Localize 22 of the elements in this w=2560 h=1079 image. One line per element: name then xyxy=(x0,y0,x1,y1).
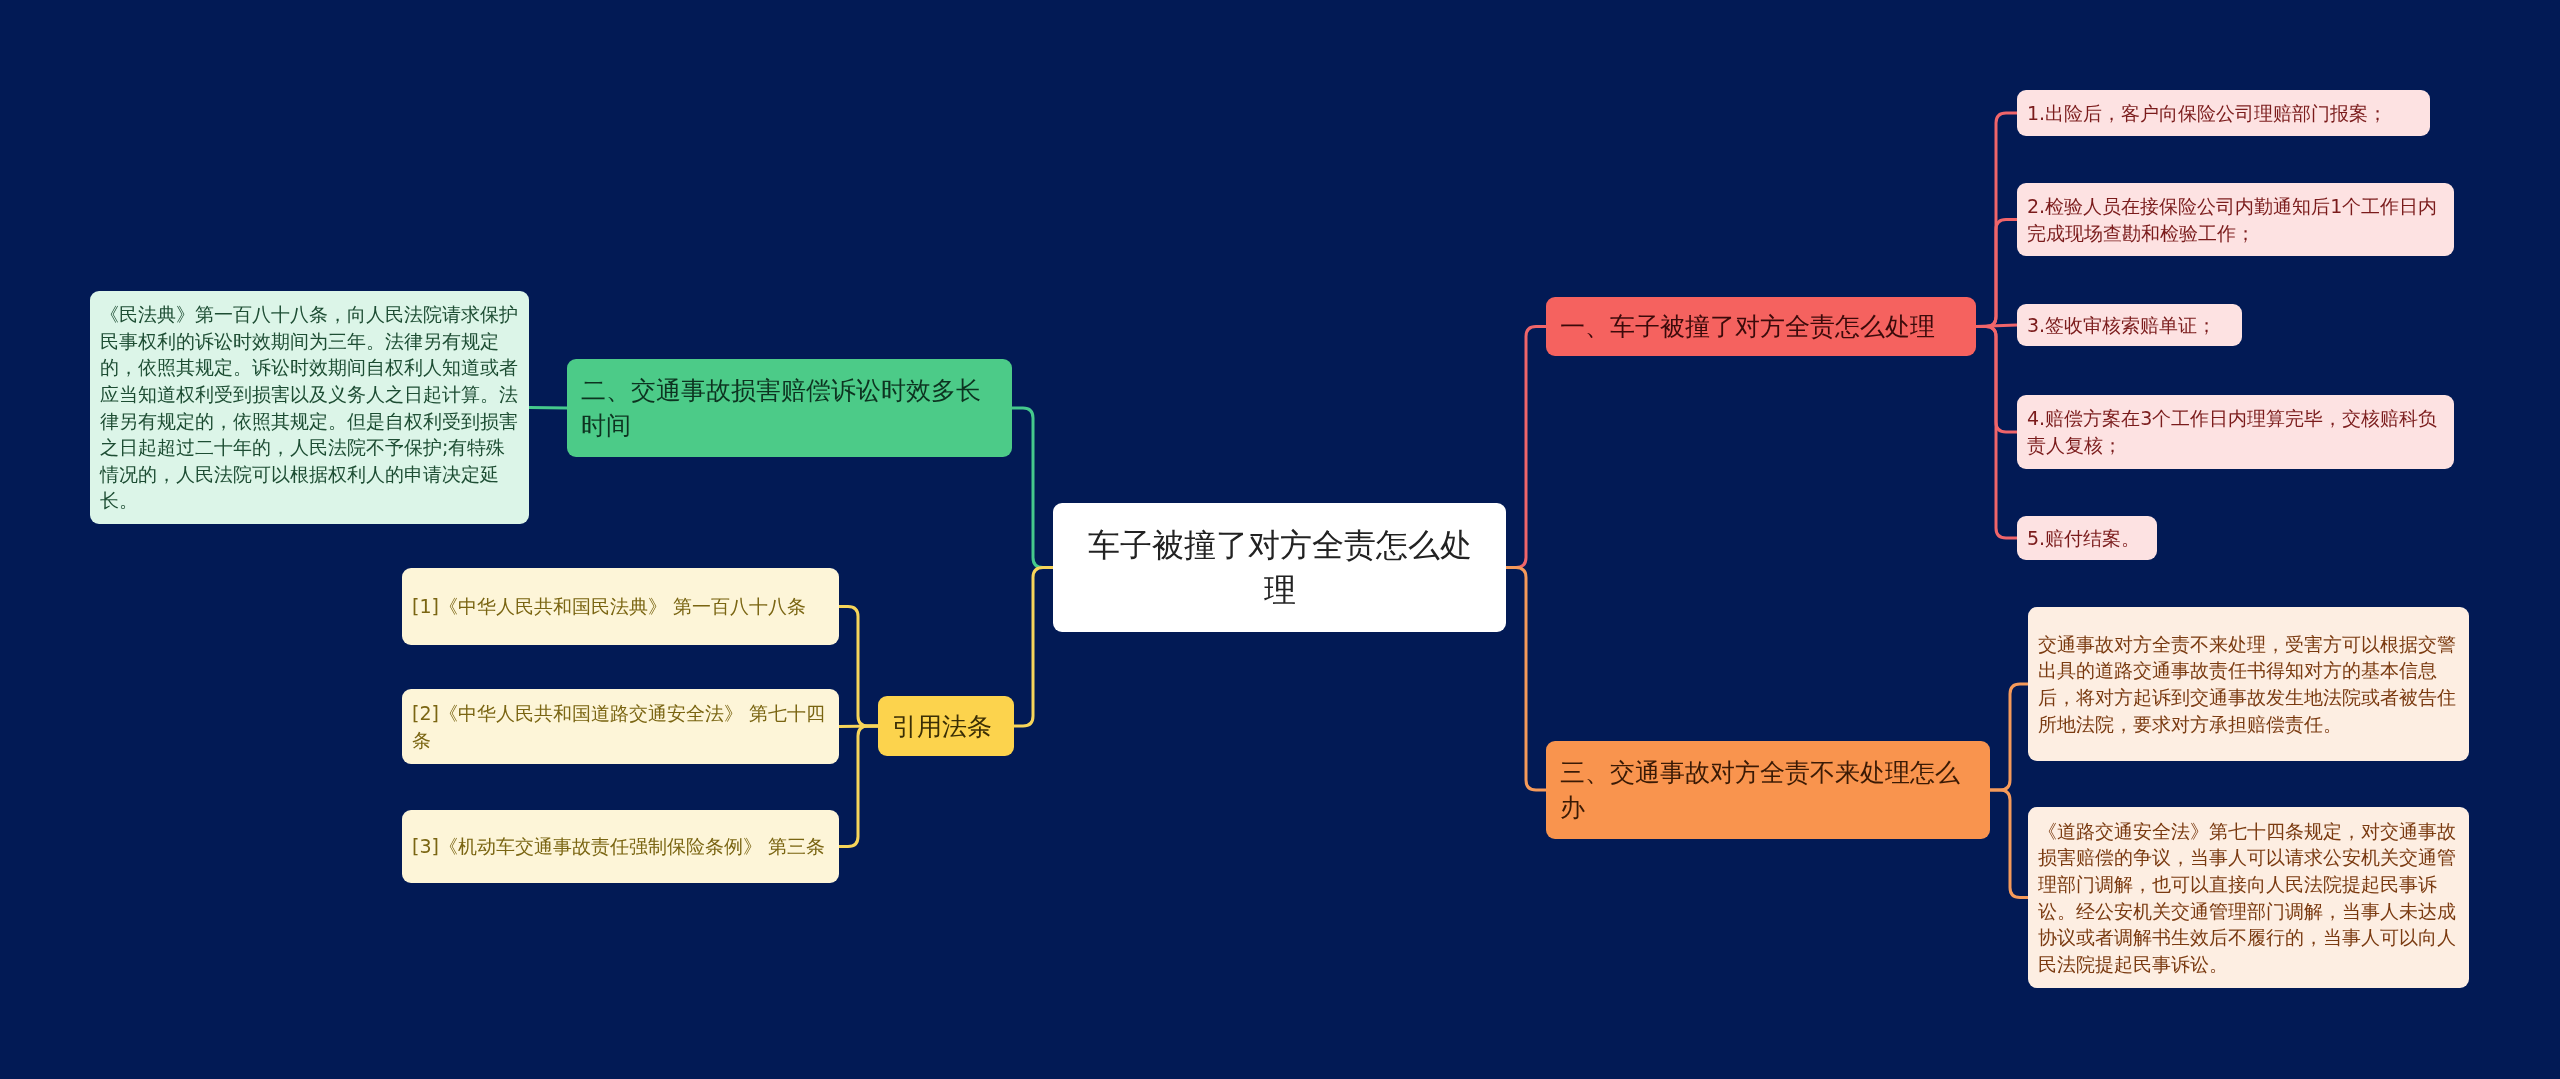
leaf-box: 《道路交通安全法》第七十四条规定，对交通事故损害赔偿的争议，当事人可以请求公安机关交通管理部门调解，也可以直接向人民法院提起民事诉讼。经公安机关交通管理部门调解，当事人未达成协议或者调解书生效后不履行的，当事人可以向人民法院提起民事诉讼。 xyxy=(2028,807,2469,988)
branch-box: 引用法条 xyxy=(878,696,1014,756)
branch-box: 二、交通事故损害赔偿诉讼时效多长时间 xyxy=(567,359,1012,457)
central-topic-box: 车子被撞了对方全责怎么处理 xyxy=(1053,503,1506,632)
leaf-box: 1.出险后，客户向保险公司理赔部门报案； xyxy=(2017,90,2430,136)
leaf-box: 《民法典》第一百八十八条，向人民法院请求保护民事权利的诉讼时效期间为三年。法律另有规定的，依照其规定。诉讼时效期间自权利人知道或者应当知道权利受到损害以及义务人之日起计算。法律另有规定的，依照其规定。但是自权利受到损害之日起超过二十年的，人民法院不予保护;有特殊情况的，人民法院可以根据权利人的申请决定延长。 xyxy=(90,291,529,524)
connector xyxy=(1976,325,2017,540)
leaf-box: 2.检验人员在接保险公司内勤通知后1个工作日内完成现场查勘和检验工作； xyxy=(2017,183,2454,256)
leaf-box: 4.赔偿方案在3个工作日内理算完毕，交核赔科负责人复核； xyxy=(2017,395,2454,469)
leaf-box: [1]《中华人民共和国民法典》 第一百八十八条 xyxy=(402,568,839,645)
connector xyxy=(1506,566,1546,792)
connector xyxy=(528,406,568,410)
leaf-box: [2]《中华人民共和国道路交通安全法》 第七十四条 xyxy=(402,689,839,764)
branch-box: 三、交通事故对方全责不来处理怎么办 xyxy=(1546,741,1990,839)
connector xyxy=(839,724,878,848)
branch-box: 一、车子被撞了对方全责怎么处理 xyxy=(1546,297,1976,356)
leaf-box: 5.赔付结案。 xyxy=(2017,516,2157,560)
leaf-box: 3.签收审核索赔单证； xyxy=(2017,304,2242,346)
connector xyxy=(1014,566,1053,728)
leaf-box: [3]《机动车交通事故责任强制保险条例》 第三条 xyxy=(402,810,839,883)
leaf-box: 交通事故对方全责不来处理，受害方可以根据交警出具的道路交通事故责任书得知对方的基本信息后，将对方起诉到交通事故发生地法院或者被告住所地法院，要求对方承担赔偿责任。 xyxy=(2028,607,2469,761)
connector xyxy=(1990,788,2028,899)
